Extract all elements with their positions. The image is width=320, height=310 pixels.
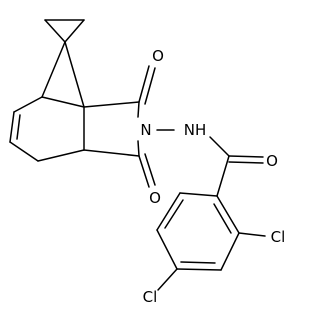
nitrogen-label: N xyxy=(140,121,151,139)
bond xyxy=(144,67,156,105)
bond xyxy=(228,155,264,158)
chlorine-label: Cl xyxy=(143,288,158,306)
bond xyxy=(137,140,140,157)
bond xyxy=(9,111,15,143)
oxygen-label: O xyxy=(266,152,278,170)
bond xyxy=(144,153,156,186)
bond xyxy=(216,155,230,197)
bond xyxy=(179,192,218,197)
bond xyxy=(156,192,181,231)
bond xyxy=(180,261,216,264)
oxygen-label: O xyxy=(149,189,161,207)
bond xyxy=(157,268,178,291)
bond xyxy=(238,232,266,237)
bond xyxy=(16,114,21,140)
bond xyxy=(37,149,85,162)
bond xyxy=(64,19,85,43)
bond xyxy=(228,161,264,164)
bond xyxy=(138,155,150,188)
bond xyxy=(176,268,222,271)
nh-label: NH xyxy=(184,121,207,139)
bond xyxy=(164,199,184,229)
oxygen-label: O xyxy=(152,47,164,65)
molecule-structure: O O N NH O Cl Cl xyxy=(9,19,286,306)
bond xyxy=(41,41,66,98)
bond xyxy=(213,203,232,234)
bond xyxy=(156,229,178,270)
bond xyxy=(220,232,240,271)
bond xyxy=(44,19,66,43)
bond xyxy=(216,195,240,234)
bond xyxy=(209,136,230,157)
bond xyxy=(138,65,150,103)
bond xyxy=(64,41,85,108)
bond xyxy=(137,101,140,118)
bond xyxy=(41,96,85,108)
bond xyxy=(83,149,140,157)
bond xyxy=(13,96,43,113)
bond xyxy=(83,101,140,108)
bond xyxy=(9,141,39,162)
chlorine-label: Cl xyxy=(271,228,286,246)
